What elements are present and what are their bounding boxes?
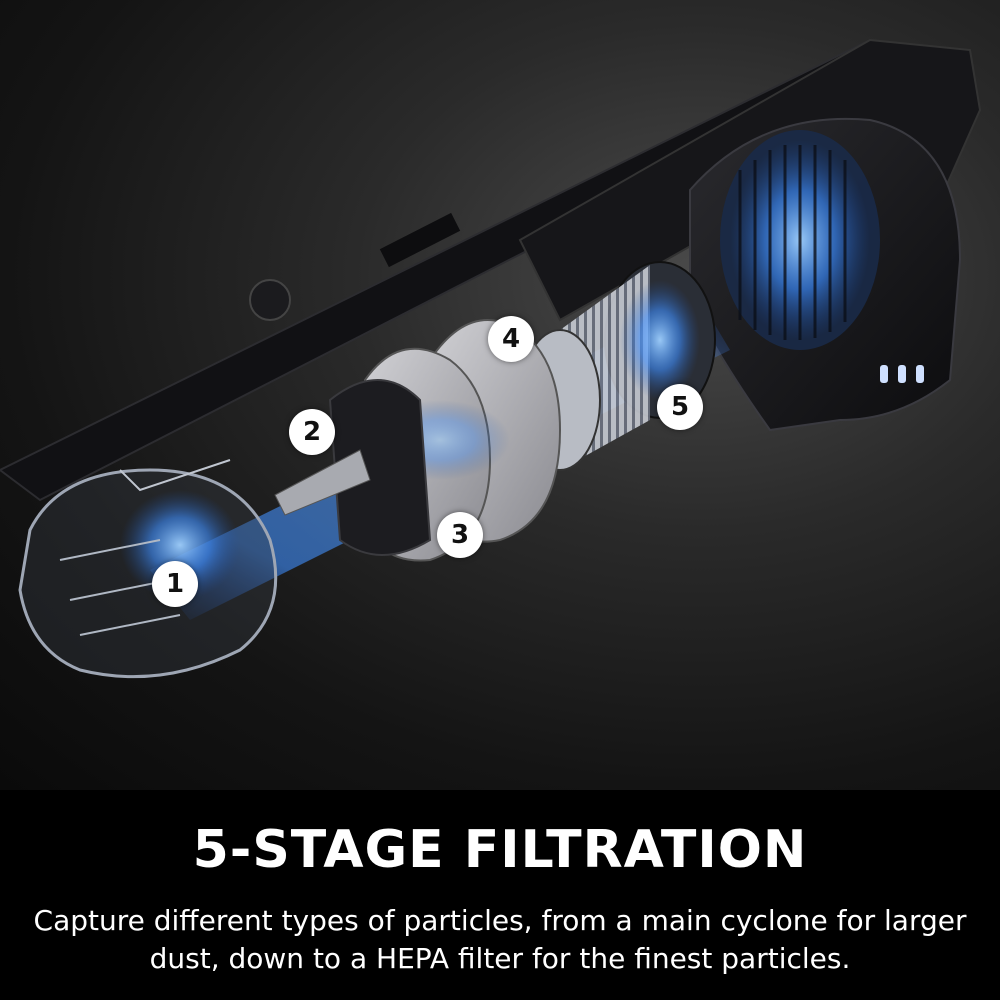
cyclone-cone: [274, 379, 432, 556]
description: Capture different types of particles, fr…: [33, 904, 967, 975]
callout-2: 2: [289, 409, 335, 455]
callout-4: 4: [488, 316, 534, 362]
callout-1: 1: [152, 561, 198, 607]
dust-bin: [18, 459, 278, 679]
callout-3: 3: [437, 512, 483, 558]
motor-body: [689, 117, 962, 432]
vacuum-exploded-illustration: [0, 38, 982, 679]
callout-5: 5: [657, 384, 703, 430]
caption-panel: 5-STAGE FILTRATION Capture different typ…: [0, 790, 1000, 1000]
headline: 5-STAGE FILTRATION: [192, 820, 808, 880]
product-photo: 1 2 3 4 5: [0, 0, 1000, 790]
